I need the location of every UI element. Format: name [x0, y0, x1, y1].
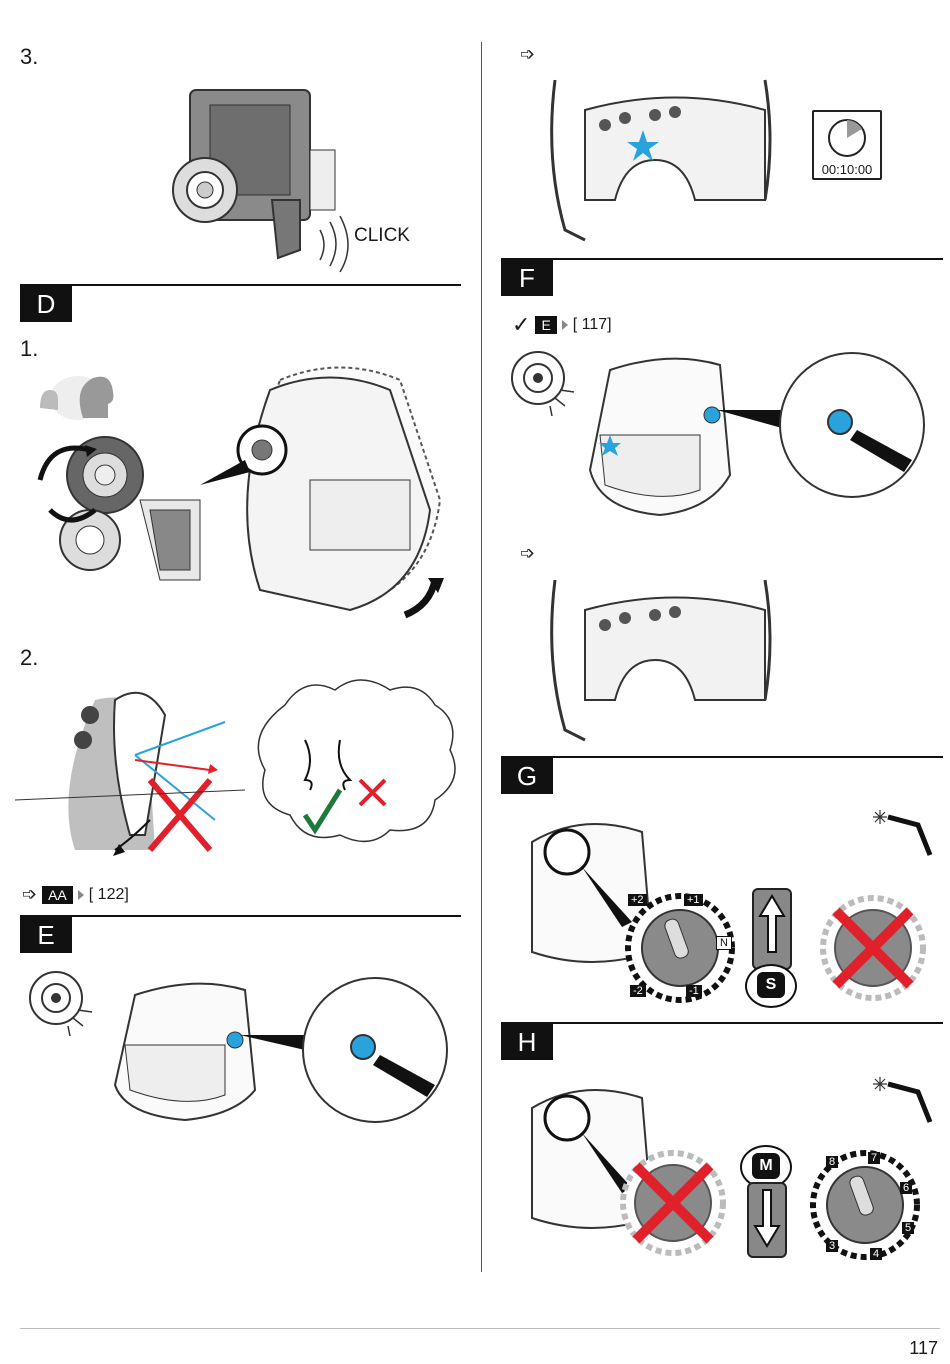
footer-rule — [20, 1328, 940, 1329]
switch-m-badge: M — [740, 1145, 792, 1189]
triangle-icon — [561, 320, 568, 330]
helmet-button-press-illustration-f — [588, 352, 925, 517]
dial-mark-n: N — [716, 936, 732, 950]
helmet-inside-view-1 — [550, 79, 772, 242]
result-arrow-icon-2: ➩ — [520, 543, 536, 563]
column-divider — [481, 42, 482, 1272]
timer-label: 00:10:00 — [821, 162, 873, 177]
section-h-header: H — [501, 1022, 943, 1060]
section-badge-aa: AA — [42, 885, 73, 904]
shade-dial-h — [810, 1150, 920, 1260]
checkmark-icon: ✓ — [512, 312, 531, 337]
section-e-header: E — [20, 915, 461, 953]
disabled-dial-h — [620, 1150, 726, 1256]
shade-dial-g — [625, 893, 735, 1003]
page-reference: [ 117] — [572, 316, 612, 333]
arrow-down-icon — [753, 1189, 781, 1248]
dial-mark-6: 6 — [900, 1182, 913, 1194]
welding-torch-icon-h — [873, 1077, 933, 1123]
welding-torch-icon — [873, 810, 933, 856]
grinding-mode-icon — [29, 971, 93, 1037]
dial-mark-plus2: +2 — [628, 894, 647, 906]
helmet-tilt-illustration — [200, 366, 444, 619]
triangle-icon — [77, 889, 84, 900]
section-f-header: F — [501, 258, 943, 296]
section-h-tag: H — [501, 1024, 553, 1060]
section-e-tag: E — [20, 917, 72, 953]
section-badge-e: E — [535, 316, 557, 334]
face-comparison-bubble — [14, 679, 456, 843]
result-arrow-icon-1: ➩ — [520, 44, 536, 64]
dial-mark-8: 8 — [826, 1156, 839, 1168]
timer-box: 00:10:00 — [812, 110, 882, 180]
helmet-inside-view-2 — [550, 579, 772, 742]
mode-switch-h[interactable] — [747, 1182, 787, 1258]
helmet-side-view-g — [531, 823, 654, 963]
switch-s-badge: S — [745, 964, 797, 1008]
result-arrow-icon: ➩ — [22, 884, 38, 904]
head-size-icon — [40, 376, 114, 420]
headband-knob-rotation-illustration — [37, 436, 201, 581]
disabled-dial-g — [820, 895, 926, 1001]
helmet-angle-illustration — [68, 691, 226, 856]
reference-e[interactable]: ✓ E [ 117] — [512, 312, 612, 338]
dial-mark-3: 3 — [826, 1240, 839, 1252]
clock-icon — [828, 119, 866, 157]
mode-switch-g[interactable] — [752, 888, 792, 970]
switch-m-label: M — [752, 1153, 780, 1179]
arrow-up-icon — [758, 894, 786, 953]
step-3-number: 3. — [20, 44, 39, 69]
helmet-button-press-illustration — [113, 977, 448, 1123]
switch-s-label: S — [757, 972, 785, 998]
page-number: 117 — [909, 1338, 938, 1358]
helmet-side-view-h — [531, 1089, 654, 1229]
headband-clip-illustration — [172, 89, 349, 273]
page-reference: [ 122] — [88, 885, 129, 903]
d-step-1-number: 1. — [20, 336, 39, 361]
section-d-header: D — [20, 284, 461, 322]
section-g-header: G — [501, 756, 943, 794]
click-label: CLICK — [354, 225, 410, 246]
section-d-tag: D — [20, 286, 72, 322]
dial-mark-minus2: -2 — [630, 985, 646, 997]
section-g-tag: G — [501, 758, 553, 794]
section-f-tag: F — [501, 260, 553, 296]
d-step-2-number: 2. — [20, 645, 39, 670]
dial-mark-minus1: -1 — [686, 985, 702, 997]
dial-mark-7: 7 — [868, 1152, 881, 1164]
grinding-mode-icon-f — [511, 351, 575, 417]
dial-mark-4: 4 — [870, 1248, 883, 1260]
reference-aa[interactable]: ➩ AA [ 122] — [22, 884, 129, 905]
dial-mark-plus1: +1 — [684, 894, 703, 906]
dial-mark-5: 5 — [902, 1222, 915, 1234]
